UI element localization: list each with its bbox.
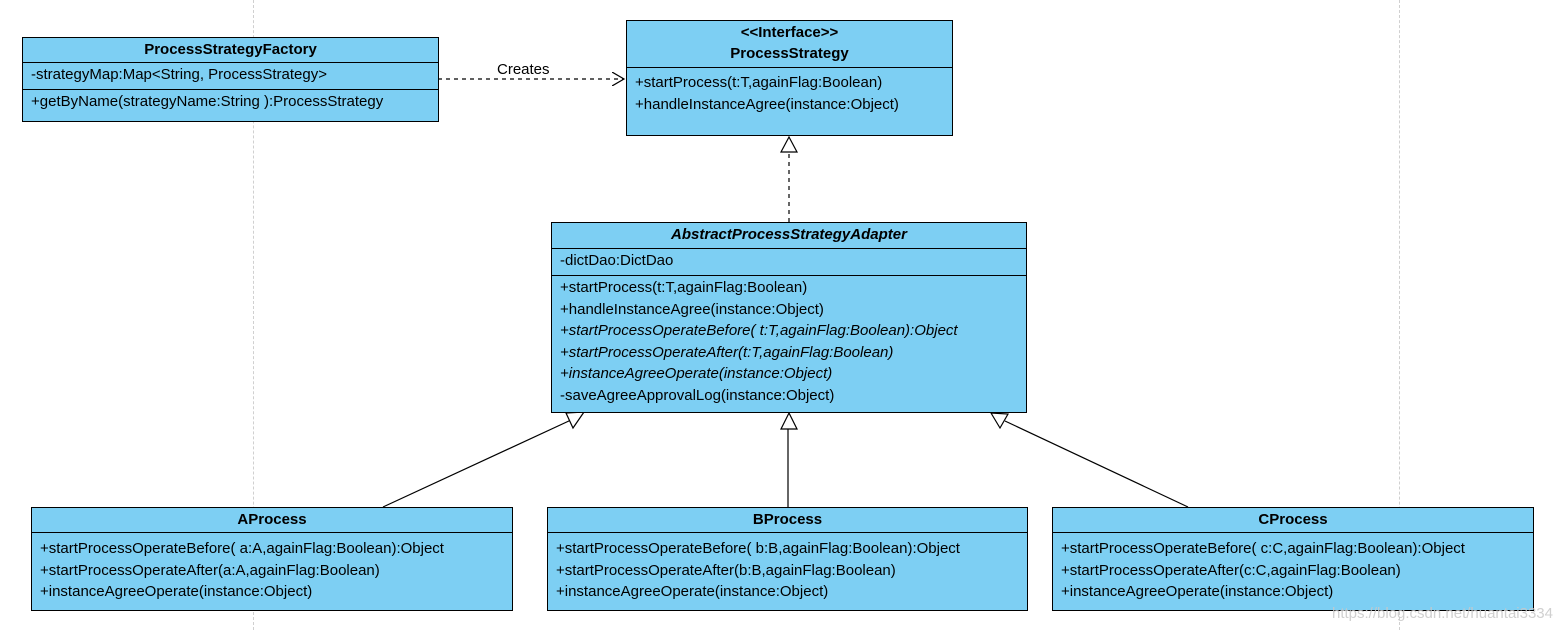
interface-process-strategy[interactable]: <<Interface>> ProcessStrategy +startProc…: [626, 20, 953, 136]
attribute-row: -dictDao:DictDao: [560, 252, 674, 269]
attribute-row: -strategyMap:Map<String, ProcessStrategy…: [31, 66, 327, 83]
method-row: +instanceAgreeOperate(instance:Object): [556, 583, 829, 600]
class-title: AbstractProcessStrategyAdapter: [552, 223, 1026, 249]
page-guide-line: [1399, 0, 1400, 630]
methods-section: +startProcessOperateBefore( b:B,againFla…: [548, 533, 1027, 604]
class-c-process[interactable]: CProcess +startProcessOperateBefore( c:C…: [1052, 507, 1534, 611]
abstract-method-row: +startProcessOperateBefore( t:T,againFla…: [560, 322, 958, 339]
class-title: CProcess: [1053, 508, 1533, 533]
methods-section: +startProcess(t:T,againFlag:Boolean) +ha…: [627, 68, 952, 116]
class-title: ProcessStrategy: [730, 45, 849, 62]
method-row: +startProcessOperateAfter(c:C,againFlag:…: [1061, 561, 1401, 579]
method-row: +instanceAgreeOperate(instance:Object): [40, 583, 313, 600]
method-row: +startProcessOperateBefore( a:A,againFla…: [40, 540, 444, 557]
generalization-arrowhead-c: [989, 412, 1010, 430]
method-row: +startProcess(t:T,againFlag:Boolean): [635, 74, 883, 91]
realization-arrowhead: [780, 135, 798, 153]
generalization-arrowhead-b: [780, 411, 798, 430]
creates-label: Creates: [497, 61, 550, 78]
method-row: +startProcess(t:T,againFlag:Boolean): [560, 279, 808, 296]
generalization-arrowhead-a: [565, 411, 586, 430]
abstract-method-row: +instanceAgreeOperate(instance:Object): [560, 365, 833, 382]
method-row: +startProcessOperateAfter(b:B,againFlag:…: [556, 561, 896, 579]
method-row: +handleInstanceAgree(instance:Object): [560, 300, 824, 318]
class-abstract-process-strategy-adapter[interactable]: AbstractProcessStrategyAdapter -dictDao:…: [551, 222, 1027, 413]
methods-section: +getByName(strategyName:String ):Process…: [23, 90, 438, 114]
attributes-section: -strategyMap:Map<String, ProcessStrategy…: [23, 63, 438, 90]
class-title: AProcess: [32, 508, 512, 533]
stereotype-label: <<Interface>>: [740, 24, 839, 41]
method-row: -saveAgreeApprovalLog(instance:Object): [560, 386, 835, 404]
class-a-process[interactable]: AProcess +startProcessOperateBefore( a:A…: [31, 507, 513, 611]
watermark-text: https://blog.csdn.net/huantai3334: [1331, 605, 1553, 622]
abstract-method-row: +startProcessOperateAfter(t:T,againFlag:…: [560, 343, 894, 361]
method-row: +startProcessOperateBefore( b:B,againFla…: [556, 540, 960, 557]
method-row: +getByName(strategyName:String ):Process…: [31, 93, 384, 110]
method-row: +startProcessOperateBefore( c:C,againFla…: [1061, 540, 1465, 557]
methods-section: +startProcessOperateBefore( c:C,againFla…: [1053, 533, 1533, 604]
class-title: BProcess: [548, 508, 1027, 533]
methods-section: +startProcessOperateBefore( a:A,againFla…: [32, 533, 512, 604]
generalization-line-c: [1004, 420, 1189, 508]
class-title-block: <<Interface>> ProcessStrategy: [627, 21, 952, 68]
attributes-section: -dictDao:DictDao: [552, 249, 1026, 276]
method-row: +startProcessOperateAfter(a:A,againFlag:…: [40, 561, 380, 579]
method-row: +instanceAgreeOperate(instance:Object): [1061, 583, 1334, 600]
class-process-strategy-factory[interactable]: ProcessStrategyFactory -strategyMap:Map<…: [22, 37, 439, 122]
class-title: ProcessStrategyFactory: [23, 38, 438, 63]
methods-section: +startProcess(t:T,againFlag:Boolean) +ha…: [552, 276, 1026, 407]
page-guide-line: [253, 0, 254, 630]
class-b-process[interactable]: BProcess +startProcessOperateBefore( b:B…: [547, 507, 1028, 611]
method-row: +handleInstanceAgree(instance:Object): [635, 95, 899, 113]
generalization-line-a: [382, 419, 572, 508]
